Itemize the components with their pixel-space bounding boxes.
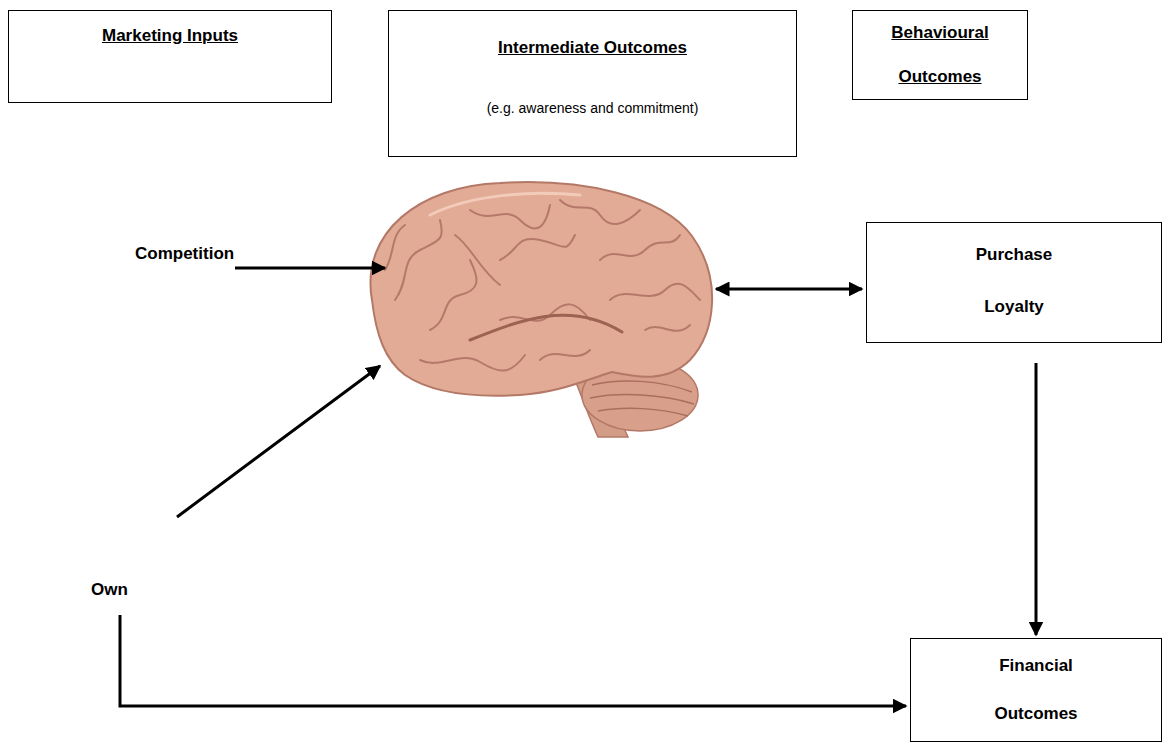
lateral-fissure	[470, 315, 622, 340]
outcome-box: Financial Outcomes	[910, 638, 1162, 742]
input-label: Competition	[135, 244, 234, 264]
node-title: Financial Outcomes	[986, 642, 1086, 738]
gyrus-line	[455, 235, 500, 285]
cerebellum-fold	[592, 381, 692, 392]
gyrus-line	[600, 235, 680, 260]
heading-box: Intermediate Outcomes (e.g. awareness and…	[388, 10, 797, 157]
competition-arrow	[235, 267, 385, 270]
gyrus-line	[430, 260, 477, 330]
heading-box: Behavioural Outcomes	[852, 10, 1028, 100]
outcome-box: PurchaseLoyalty	[866, 222, 1162, 343]
gyrus-line	[540, 350, 590, 360]
node-title: Behavioural Outcomes	[875, 11, 1005, 99]
gyrus-line	[500, 304, 590, 320]
brain-illustration	[370, 182, 712, 437]
node-title: Marketing Inputs	[17, 25, 323, 47]
node-title: Purchase	[875, 229, 1153, 281]
cerebellum-fold	[590, 395, 694, 404]
flow-arrow	[1035, 363, 1038, 635]
gyrus-line	[500, 235, 575, 260]
gyrus-line	[610, 284, 700, 300]
gyrus-line	[560, 200, 640, 224]
gyrus-line	[470, 205, 550, 228]
gyrus-line	[645, 325, 690, 331]
brain-gyri	[385, 200, 700, 371]
heading-box: Marketing Inputs	[8, 10, 332, 103]
gyrus-line	[420, 355, 525, 371]
brain-behaviour-arrow	[716, 288, 862, 291]
brain-highlight	[430, 193, 580, 215]
cerebrum	[370, 182, 712, 396]
gyrus-line	[385, 225, 405, 270]
gyrus-line	[395, 220, 442, 300]
own-to-financial-arrow	[120, 615, 906, 706]
own-to-brain-arrow	[177, 366, 380, 517]
node-text: (e.g. awareness and commitment)	[397, 97, 788, 119]
node-text: Loyalty	[875, 281, 1153, 333]
cerebellum-fold	[598, 408, 688, 416]
input-label: Own	[91, 580, 128, 600]
node-title: Intermediate Outcomes	[397, 37, 788, 59]
